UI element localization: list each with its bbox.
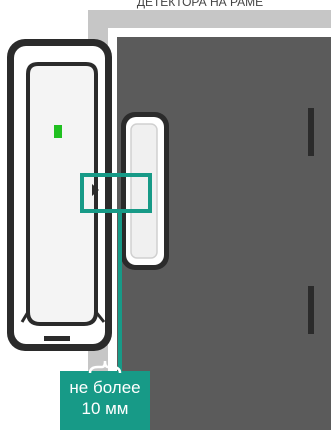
- gap-connector: [118, 211, 122, 373]
- caption-line-1: не более: [69, 378, 141, 397]
- detector-body: [7, 39, 112, 351]
- green-led-icon: [54, 125, 62, 138]
- brace-icon: [88, 360, 122, 374]
- caption-line-2: 10 мм: [81, 399, 129, 418]
- detector-magnet: [121, 112, 169, 270]
- door-hinge-top: [308, 108, 314, 156]
- gap-caption: не более 10 мм: [60, 360, 150, 430]
- door-hinge-bottom: [308, 286, 314, 334]
- title-fragment: ДЕТЕКТОРА НА РАМЕ: [137, 0, 263, 9]
- gap-highlight: [80, 173, 152, 213]
- triangle-marker-icon: [92, 184, 99, 196]
